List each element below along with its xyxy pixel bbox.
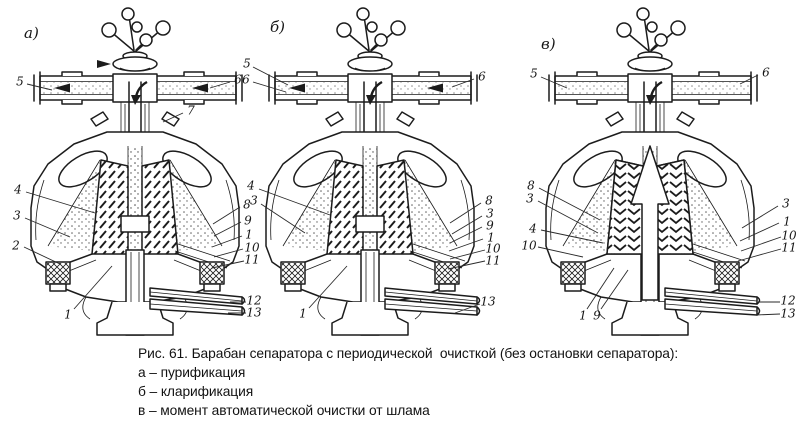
- caption-title: Рис. 61. Барабан сепаратора с периодичес…: [138, 346, 679, 361]
- callout-number: 6: [478, 70, 486, 84]
- callout-leader: [586, 267, 615, 310]
- callout-leader: [739, 222, 780, 242]
- callout-number: 1: [783, 215, 791, 229]
- callout-leader: [252, 81, 287, 93]
- callout-leader: [213, 248, 244, 258]
- callout-leader: [25, 191, 96, 214]
- callout-number: 12: [246, 294, 261, 308]
- callout-leader: [454, 303, 481, 314]
- callout-number: 5: [16, 75, 24, 89]
- callout-number: 3: [250, 194, 258, 208]
- callout-number: 12: [780, 294, 795, 308]
- callout-number: 13: [246, 306, 262, 320]
- callout-number: 10: [244, 241, 260, 255]
- callout-leader: [739, 74, 759, 85]
- callout-leader: [209, 81, 231, 89]
- callout-number: 6: [234, 73, 242, 87]
- callout-leader: [260, 203, 306, 234]
- callout-number: 9: [244, 214, 252, 228]
- callout-leader: [24, 217, 71, 238]
- callout-number: 8: [527, 179, 535, 193]
- callout-leader: [540, 229, 604, 244]
- callout-number: 10: [485, 242, 501, 256]
- callout-leader: [737, 248, 782, 262]
- callout-number: 13: [480, 295, 496, 309]
- callout-leader: [26, 83, 53, 91]
- separator-figure: а)567432189110111213б)5664383911011113в)…: [11, 6, 797, 337]
- callout-number: 6: [762, 66, 770, 80]
- panel-letter-b: б): [270, 18, 285, 36]
- callout-leader: [449, 249, 486, 260]
- callout-number: 1: [64, 308, 72, 322]
- callout-leader: [211, 260, 245, 269]
- caption-item-v: в – момент автоматической очистки от шла…: [138, 403, 430, 418]
- callout-leader: [252, 66, 289, 86]
- callout-leader: [308, 265, 348, 309]
- panel-b-drawing: [264, 6, 481, 337]
- callout-leader: [258, 188, 331, 216]
- callout-number: 1: [245, 228, 253, 242]
- callout-leader: [213, 221, 242, 237]
- callout-number: 4: [246, 179, 255, 193]
- callout-number: 3: [13, 209, 21, 223]
- callout-number: 9: [593, 309, 601, 323]
- callout-number: 3: [486, 207, 494, 221]
- sludge-eject-overlay: [606, 145, 694, 301]
- callout-leader: [740, 236, 782, 252]
- callout-number: 3: [782, 197, 790, 211]
- callout-number: 2: [11, 239, 20, 253]
- callout-number: 8: [485, 194, 493, 208]
- panel-letter-v: в): [541, 35, 556, 53]
- callout-leader: [447, 260, 486, 270]
- callout-number: 11: [485, 254, 500, 268]
- callout-leader: [23, 246, 61, 265]
- callout-leader: [73, 265, 113, 310]
- callout-number: 5: [530, 67, 538, 81]
- callout-leader: [448, 238, 484, 252]
- callout-leader: [540, 76, 568, 89]
- panel-v-drawing: [544, 6, 761, 337]
- callout-leader: [537, 200, 599, 234]
- callout-number: 11: [781, 241, 796, 255]
- callout-number: 10: [781, 229, 797, 243]
- callout-leader: [211, 235, 243, 248]
- callout-leader: [449, 226, 483, 244]
- up-arrow-icon: [630, 145, 670, 301]
- flow-arrows-b: [289, 83, 443, 93]
- callout-number: 3: [526, 192, 534, 206]
- caption-item-b: б – кларификация: [138, 384, 254, 399]
- callout-leader: [537, 246, 584, 258]
- callout-number: 9: [486, 219, 494, 233]
- callout-number: 1: [299, 307, 307, 321]
- callout-number: 7: [187, 104, 195, 118]
- callout-leader: [451, 215, 483, 235]
- callout-number: 1: [487, 231, 495, 245]
- callout-number: 11: [244, 253, 259, 267]
- flow-arrows-a: [54, 60, 208, 93]
- callout-leader: [212, 206, 241, 225]
- callout-number: 5: [243, 57, 251, 71]
- callout-number: 13: [780, 307, 796, 321]
- callout-number: 4: [13, 183, 22, 197]
- callout-number: 8: [243, 198, 251, 212]
- callout-leader: [538, 187, 601, 221]
- figure-caption: Рис. 61. Барабан сепаратора с периодичес…: [138, 344, 778, 420]
- panel-a-drawing: [29, 6, 246, 337]
- callout-leader: [449, 202, 482, 224]
- callout-number: 10: [521, 239, 537, 253]
- callout-number: 1: [579, 309, 587, 323]
- callout-number: 6: [242, 73, 250, 87]
- callout-number: 4: [528, 222, 537, 236]
- caption-item-a: а – пурификация: [138, 365, 246, 380]
- callout-leader: [600, 269, 629, 310]
- callout-leader: [162, 112, 184, 123]
- panel-letter-a: а): [24, 24, 39, 42]
- callout-leader: [451, 78, 475, 88]
- callout-leader: [741, 205, 779, 229]
- callout-leader: [755, 313, 781, 316]
